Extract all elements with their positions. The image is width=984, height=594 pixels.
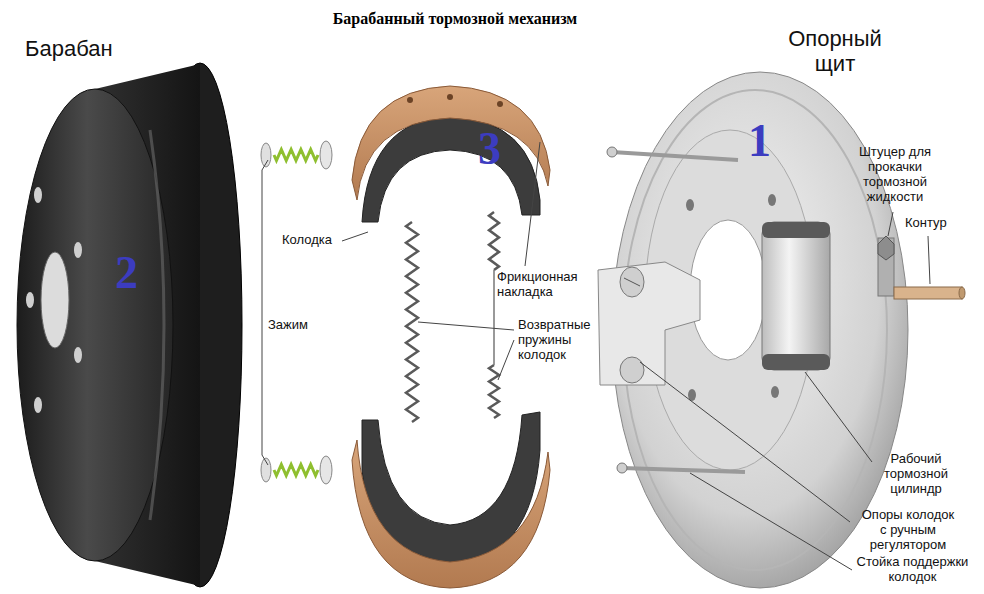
backing-plate	[598, 72, 965, 588]
callout-number: 2	[115, 250, 138, 296]
leader-line	[928, 236, 930, 284]
leader-line	[525, 142, 540, 266]
bolt-hole	[768, 194, 776, 206]
cylinder-cap	[762, 354, 830, 370]
leader-line	[640, 362, 850, 522]
part-name: Возвратные пружины колодок	[518, 318, 598, 363]
callout-number: 1	[748, 118, 771, 164]
diagram-title: Барабанный тормозной механизм	[255, 10, 655, 28]
bolt-hole	[686, 199, 694, 211]
drum-highlight	[150, 130, 164, 520]
label-slot: Опорный щит	[780, 26, 890, 77]
bolt-hole	[74, 242, 82, 258]
bolt-hole	[74, 347, 82, 363]
wheel-cylinder	[762, 222, 830, 370]
rivet	[497, 101, 503, 107]
part-name: Колодка	[282, 233, 332, 248]
label-slot: Барабан	[25, 36, 113, 61]
adjuster-slot	[624, 278, 640, 286]
rivet	[447, 94, 453, 100]
brake-pipe	[894, 287, 962, 299]
label-slot: 3	[478, 126, 501, 172]
support-pin	[612, 152, 738, 160]
part-name: Рабочий тормозной цилиндр	[866, 452, 966, 497]
label-slot: Зажим	[268, 318, 308, 333]
support-pin	[622, 468, 745, 472]
hold-down-springs	[261, 141, 332, 484]
pin-head	[617, 463, 627, 473]
part-name: Стойка поддержки колодок	[850, 555, 975, 585]
bracket-line	[262, 160, 268, 170]
bolt-hole	[771, 386, 779, 398]
bolt-hole	[26, 292, 34, 308]
part-name: Контур	[905, 216, 947, 231]
spring-rod	[493, 270, 495, 365]
label-slot: Возвратные пружины колодок	[518, 318, 598, 363]
leader-line	[888, 212, 893, 236]
leader-lines	[262, 142, 930, 570]
label-slot: 2	[115, 250, 138, 296]
adjuster	[620, 267, 644, 297]
drum-face	[17, 89, 173, 561]
bolt-hole	[34, 397, 42, 413]
leader-line	[805, 372, 872, 462]
hub-hole	[41, 252, 69, 348]
spring-cup	[320, 456, 332, 484]
coil-spring	[274, 465, 318, 476]
label-slot: Барабанный тормозной механизм	[255, 10, 655, 28]
drum	[17, 63, 242, 587]
cylinder-cap	[762, 222, 830, 238]
spring-cup	[320, 141, 332, 169]
bracket-line	[262, 170, 263, 455]
label-slot: Контур	[905, 216, 947, 231]
part-name: Фрикционная накладка	[497, 270, 592, 300]
pipe-end	[959, 287, 965, 299]
leader-line	[498, 340, 514, 380]
label-slot: Стойка поддержки колодок	[850, 555, 975, 585]
leader-line	[418, 322, 514, 330]
rivet	[407, 97, 413, 103]
friction-lining	[352, 440, 550, 588]
leader-line	[342, 232, 368, 241]
adjuster	[620, 357, 644, 383]
label-slot: Опоры колодок с ручным регулятором	[858, 508, 958, 553]
center-hole	[690, 220, 766, 360]
return-spring	[489, 365, 499, 418]
bolt-hole	[34, 187, 42, 203]
pin-head	[607, 147, 617, 157]
leader-line	[690, 473, 852, 570]
part-name: Барабан	[25, 36, 113, 61]
return-spring	[489, 212, 499, 270]
part-name: Опорный щит	[780, 26, 890, 77]
label-slot: Рабочий тормозной цилиндр	[866, 452, 966, 497]
shoe-anchor	[598, 262, 700, 385]
label-slot: Штуцер для прокачки тормозной жидкости	[850, 145, 940, 205]
label-slot: Колодка	[282, 233, 332, 248]
label-slot: Фрикционная накладка	[497, 270, 592, 300]
callout-number: 3	[478, 126, 501, 172]
coil-spring	[274, 150, 318, 161]
label-slot: 1	[748, 118, 771, 164]
friction-lining	[352, 86, 550, 200]
bracket-line	[262, 455, 268, 465]
part-name: Зажим	[268, 318, 308, 333]
bleeder-nut	[878, 236, 894, 260]
return-spring	[406, 222, 418, 422]
part-name: Опоры колодок с ручным регулятором	[858, 508, 958, 553]
part-name: Штуцер для прокачки тормозной жидкости	[850, 145, 940, 205]
